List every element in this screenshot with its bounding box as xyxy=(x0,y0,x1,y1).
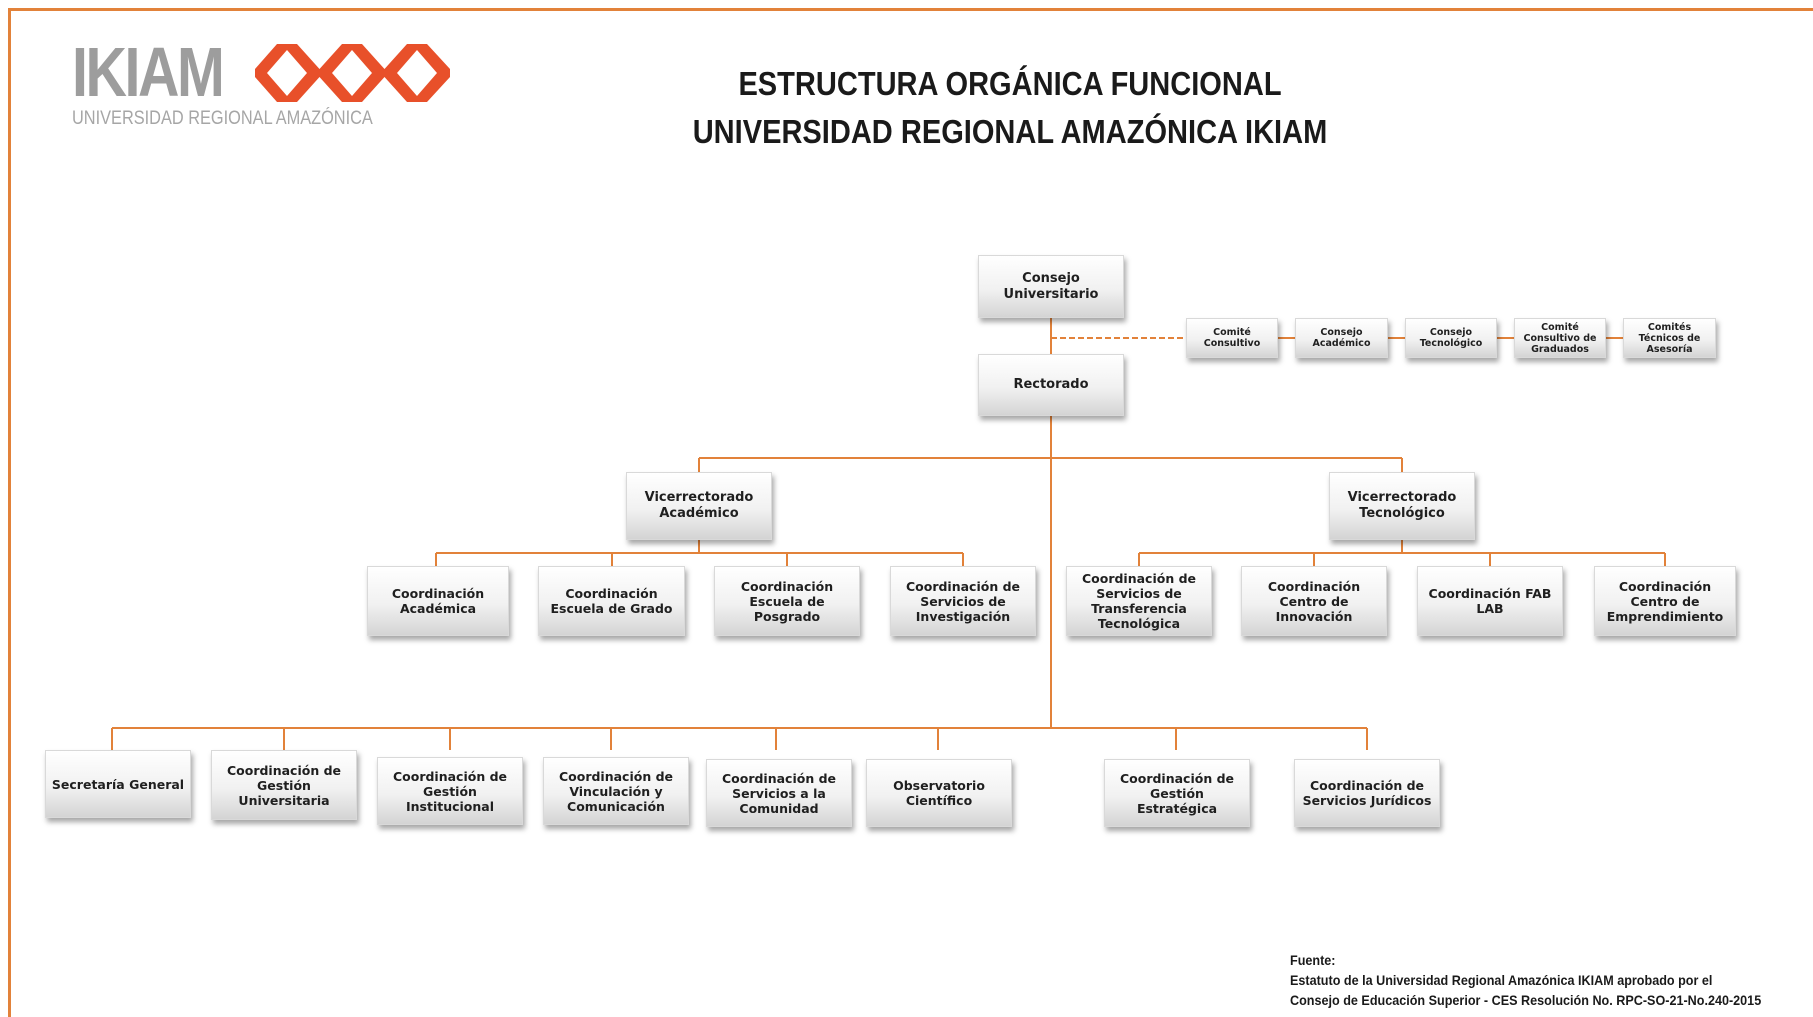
box-coordinacion-centro-innovacion: Coordinación Centro de Innovación xyxy=(1241,566,1387,636)
box-coordinacion-servicios-juridicos: Coordinación de Servicios Jurídicos xyxy=(1294,759,1440,827)
box-comite-consultivo: Comité Consultivo xyxy=(1186,318,1278,358)
box-coordinacion-gestion-institucional: Coordinación de Gestión Institucional xyxy=(377,757,523,825)
box-coordinacion-escuela-grado: Coordinación Escuela de Grado xyxy=(538,566,685,636)
ikiam-logo: IKIAM UNIVERSIDAD REGIONAL AMAZÓNICA xyxy=(72,33,450,136)
box-vicerrectorado-tecnologico: Vicerrectorado Tecnológico xyxy=(1329,472,1475,540)
box-coordinacion-servicios-investigacion: Coordinación de Servicios de Investigaci… xyxy=(890,566,1036,636)
box-coordinacion-gestion-estrategica: Coordinación de Gestión Estratégica xyxy=(1104,759,1250,827)
box-coordinacion-academica: Coordinación Académica xyxy=(367,566,509,636)
title-line-2: UNIVERSIDAD REGIONAL AMAZÓNICA IKIAM xyxy=(692,113,1328,150)
box-comites-tecnicos-asesoria: Comités Técnicos de Asesoría xyxy=(1623,318,1716,358)
logo-diamond-pattern-icon xyxy=(255,44,450,102)
box-consejo-tecnologico: Consejo Tecnológico xyxy=(1405,318,1497,358)
box-vicerrectorado-academico: Vicerrectorado Académico xyxy=(626,472,772,540)
source-note: Fuente: Estatuto de la Universidad Regio… xyxy=(1290,950,1813,1010)
box-coordinacion-servicios-comunidad: Coordinación de Servicios a la Comunidad xyxy=(706,759,852,827)
page-title: ESTRUCTURA ORGÁNICA FUNCIONAL UNIVERSIDA… xyxy=(600,60,1420,156)
logo-subtitle: UNIVERSIDAD REGIONAL AMAZÓNICA xyxy=(72,108,373,129)
source-line-2: Consejo de Educación Superior - CES Reso… xyxy=(1290,992,1762,1008)
box-coordinacion-escuela-posgrado: Coordinación Escuela de Posgrado xyxy=(714,566,860,636)
box-consejo-academico: Consejo Académico xyxy=(1295,318,1388,358)
box-coordinacion-centro-emprendimiento: Coordinación Centro de Emprendimiento xyxy=(1594,566,1736,636)
box-consejo-universitario: Consejo Universitario xyxy=(978,255,1124,318)
box-comite-consultivo-graduados: Comité Consultivo de Graduados xyxy=(1514,318,1606,358)
box-coordinacion-transferencia-tecnologica: Coordinación de Servicios de Transferenc… xyxy=(1066,566,1212,636)
box-coordinacion-gestion-universitaria: Coordinación de Gestión Universitaria xyxy=(211,750,357,820)
frame-left-border xyxy=(8,8,11,1017)
source-label: Fuente: xyxy=(1290,952,1336,968)
box-observatorio-cientifico: Observatorio Científico xyxy=(866,759,1012,827)
logo-wordmark: IKIAM xyxy=(72,33,225,111)
title-line-1: ESTRUCTURA ORGÁNICA FUNCIONAL xyxy=(738,65,1282,102)
source-line-1: Estatuto de la Universidad Regional Amaz… xyxy=(1290,972,1713,988)
box-coordinacion-fab-lab: Coordinación FAB LAB xyxy=(1417,566,1563,636)
box-coordinacion-vinculacion-comunicacion: Coordinación de Vinculación y Comunicaci… xyxy=(543,757,689,825)
frame-top-border xyxy=(8,8,1813,11)
box-secretaria-general: Secretaría General xyxy=(45,750,191,818)
box-rectorado: Rectorado xyxy=(978,354,1124,416)
